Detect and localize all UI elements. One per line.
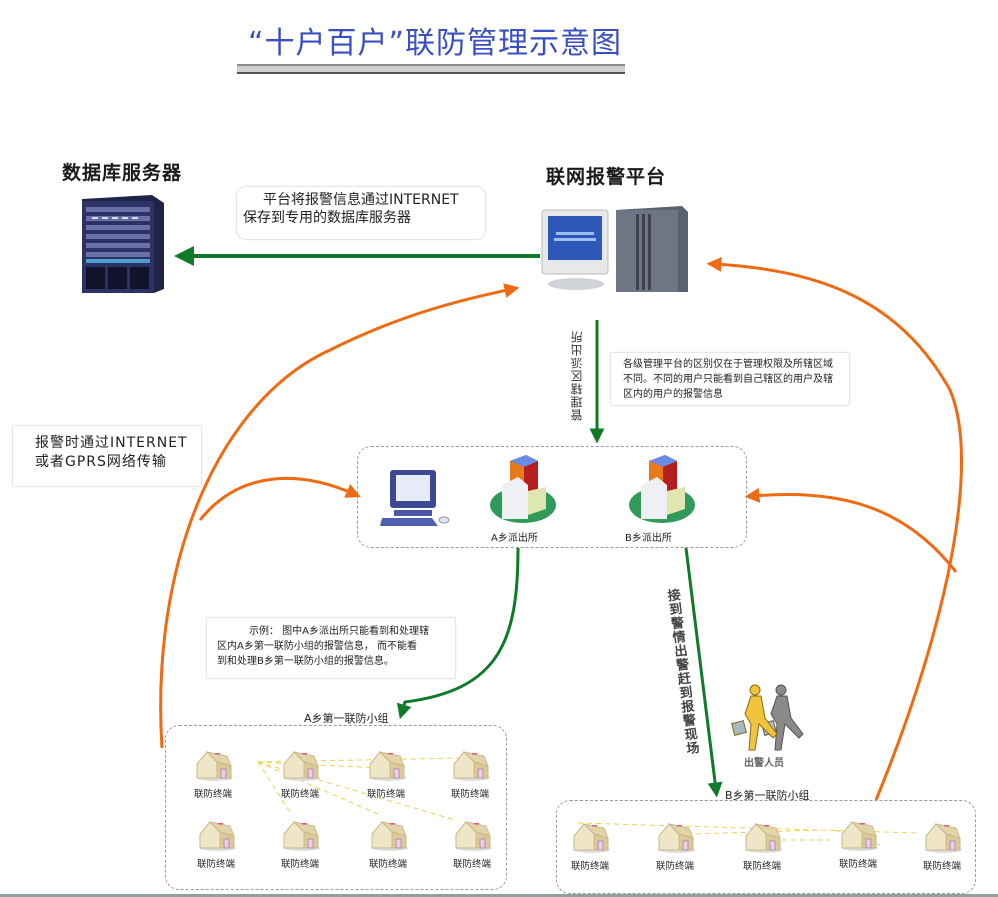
- bottom-border: [0, 894, 998, 897]
- terminal-label: 联防终端: [280, 789, 319, 800]
- alarm-platform-label: 联网报警平台: [546, 166, 667, 188]
- b-station-label: B乡派出所: [625, 533, 672, 544]
- house-terminal-icon: [280, 748, 320, 782]
- management-note-line-3: 区内的用户的报警信息: [623, 389, 723, 400]
- example-note-line-1: 示例： 图中A乡派出所只能看到和处理辖: [249, 626, 430, 637]
- management-note-line-2: 不同。不同的用户只能看到自己辖区的用户及辖: [623, 374, 833, 385]
- terminal-label: 联防终端: [570, 861, 609, 872]
- police-stations-group: [357, 446, 747, 548]
- arrow-a-station-to-a-group: [396, 547, 520, 720]
- b-group-label: B乡第一联防小组: [725, 789, 810, 802]
- a-station-icon: [488, 455, 558, 527]
- database-server-label: 数据库服务器: [62, 162, 183, 184]
- manage-jurisdiction-label: 管理辖区派出所: [570, 330, 584, 421]
- arrow-b-group-to-stations: [744, 487, 958, 573]
- a-group-container: [165, 725, 507, 890]
- terminal-label: 联防终端: [193, 789, 232, 800]
- example-note: 示例： 图中A乡派出所只能看到和处理辖 区内A乡第一联防小组的报警信息， 而不能…: [206, 617, 456, 679]
- house-terminal-icon: [742, 820, 782, 854]
- terminal-label: 联防终端: [838, 859, 877, 870]
- arrow-b-station-to-b-group: [684, 547, 723, 798]
- diagram-title: “十户百户”联防管理示意图: [247, 26, 623, 61]
- officers-label: 出警人员: [744, 758, 784, 769]
- db-storage-note: 平台将报警信息通过INTERNET 保存到专用的数据库服务器: [236, 186, 486, 240]
- example-note-line-2: 区内A乡第一联防小组的报警信息， 而不能看: [217, 641, 418, 652]
- house-terminal-icon: [193, 748, 233, 782]
- arrow-a-group-to-platform: [159, 283, 520, 749]
- transmission-note-line-2: 或者GPRS网络传输: [35, 454, 167, 470]
- house-terminal-icon: [838, 818, 878, 852]
- management-note-line-1: 各级管理平台的区别仅在于管理权限及所辖区域: [623, 359, 833, 370]
- a-group-label: A乡第一联防小组: [304, 712, 389, 725]
- example-note-line-3: 到和处理B乡第一联防小组的报警信息。: [217, 656, 394, 667]
- arrow-b-group-to-platform: [706, 256, 963, 801]
- desktop-computer-icon: [540, 200, 690, 296]
- house-terminal-icon: [366, 748, 406, 782]
- management-note: 各级管理平台的区别仅在于管理权限及所辖区域 不同。不同的用户只能看到自己辖区的用…: [610, 352, 850, 406]
- terminal-label: 联防终端: [280, 859, 319, 870]
- running-officers-icon: [725, 684, 809, 756]
- terminal-label: 联防终端: [742, 861, 781, 872]
- b-group-container: [556, 800, 976, 894]
- server-rack-icon: [74, 193, 166, 293]
- house-terminal-icon: [922, 820, 962, 854]
- house-terminal-icon: [450, 748, 490, 782]
- house-terminal-icon: [655, 820, 695, 854]
- house-terminal-icon: [570, 820, 610, 854]
- terminal-label: 联防终端: [368, 859, 407, 870]
- terminal-label: 联防终端: [366, 789, 405, 800]
- title-underline: [237, 64, 625, 74]
- db-storage-note-line-2: 保存到专用的数据库服务器: [243, 210, 411, 226]
- house-terminal-icon: [452, 818, 492, 852]
- terminal-label: 联防终端: [452, 859, 491, 870]
- arrow-a-group-to-stations: [198, 476, 361, 521]
- terminal-label: 联防终端: [450, 789, 489, 800]
- transmission-note: 报警时通过INTERNET 或者GPRS网络传输: [12, 425, 202, 487]
- transmission-note-line-1: 报警时通过INTERNET: [35, 435, 188, 451]
- a-group-wireless-links: [257, 757, 461, 821]
- workstation-icon: [380, 468, 452, 530]
- db-storage-note-line-1: 平台将报警信息通过INTERNET: [263, 192, 459, 208]
- house-terminal-icon: [368, 818, 408, 852]
- terminal-label: 联防终端: [196, 859, 235, 870]
- a-station-label: A乡派出所: [491, 533, 538, 544]
- terminal-label: 联防终端: [655, 861, 694, 872]
- house-terminal-icon: [196, 818, 236, 852]
- terminal-label: 联防终端: [922, 861, 961, 872]
- b-station-icon: [627, 455, 697, 527]
- house-terminal-icon: [280, 818, 320, 852]
